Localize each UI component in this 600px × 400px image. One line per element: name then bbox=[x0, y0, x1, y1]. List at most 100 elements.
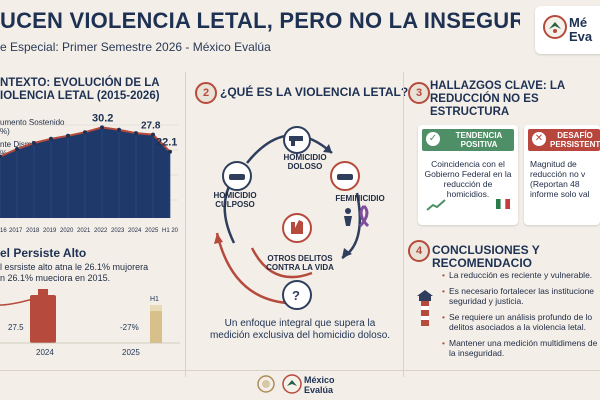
card-red-line1: Magnitud de bbox=[530, 159, 577, 169]
bullet-icon: • bbox=[442, 312, 445, 322]
card-red-line4: informe solo val bbox=[530, 189, 590, 199]
data-point bbox=[66, 133, 70, 138]
tag-green-text: TENDENCIA POSITIVA bbox=[446, 131, 512, 149]
footer-logo-text: México Evalúa bbox=[304, 375, 335, 395]
page-subtitle: e Especial: Primer Semestre 2026 - Méxic… bbox=[0, 40, 271, 54]
section1-title-line2: IOLENCIA LETAL (2015-2026) bbox=[0, 90, 160, 102]
page-title: UCEN VIOLENCIA LETAL, PERO NO LA INSEGUR… bbox=[0, 8, 520, 33]
svg-text:?: ? bbox=[292, 288, 300, 303]
node-feminicidio: FEMINICIDIO bbox=[335, 194, 385, 203]
bar-h1-top bbox=[150, 305, 162, 311]
footer-logo-line2: Evalúa bbox=[304, 385, 334, 395]
year-tick-label: 2022 bbox=[94, 228, 108, 234]
conclusion-text: La reducción es reciente y vulnerable. bbox=[448, 270, 593, 280]
data-point bbox=[49, 136, 53, 141]
cycle-diagram: ? bbox=[214, 126, 370, 310]
year-tick-label: 2025 bbox=[145, 228, 159, 234]
data-point bbox=[15, 147, 19, 151]
conclusion-item: • La reducción es reciente y vulnerable. bbox=[442, 270, 600, 280]
node-homicidio-doloso: HOMICIDIO DOLOSO bbox=[283, 153, 327, 171]
card-desafio-persistente: ✕ DESAFÍO PERSISTENT Magnitud de reducci… bbox=[524, 125, 600, 225]
mexico-evalua-logo: Mé Eva bbox=[535, 6, 600, 54]
year-tick-label: 2020 bbox=[60, 228, 74, 234]
year-tick-label: 2023 bbox=[111, 228, 125, 234]
bullet-icon: • bbox=[442, 338, 445, 348]
bar-h1 bbox=[150, 305, 162, 343]
tag-red-line1: DESAFÍO bbox=[557, 131, 593, 140]
section1b-title: el Persiste Alto bbox=[0, 246, 87, 260]
bullet-icon: • bbox=[442, 270, 445, 280]
node-homicidio-culposo: HOMICIDIO CULPOSO bbox=[213, 191, 257, 209]
conclusion-item: • Se requiere un análisis profundo de lo… bbox=[442, 312, 600, 332]
peak-label: 30.2 bbox=[92, 112, 113, 124]
legend-1: umento Sostenido %) bbox=[0, 118, 65, 136]
tag-red-text: DESAFÍO PERSISTENT bbox=[550, 131, 600, 149]
woman-icon bbox=[345, 208, 351, 214]
tag-tendencia-positiva: ✓ TENDENCIA POSITIVA bbox=[422, 129, 514, 151]
section3-title: HALLAZGOS CLAVE: LA REDUCCIÓN NO ES ESTR… bbox=[430, 80, 600, 119]
section3-title-line1: HALLAZGOS CLAVE: LA bbox=[430, 80, 566, 92]
legend-1-sub: %) bbox=[0, 127, 10, 136]
conclusion-item: • Mantener una medición multidimens de l… bbox=[442, 338, 600, 358]
mini-val-h1: H1 bbox=[150, 296, 159, 303]
year-tick-label: 2024 bbox=[128, 228, 142, 234]
footer-logo-line1: México bbox=[304, 375, 335, 385]
legend-1-text: umento Sostenido bbox=[0, 118, 65, 127]
conclusions-list: • La reducción es reciente y vulnerable.… bbox=[442, 270, 600, 358]
year-tick-label: H1 2026 bbox=[162, 228, 178, 234]
card-red-line3: (Reportan 48 bbox=[530, 179, 580, 189]
year-tick-label: 2019 bbox=[43, 228, 57, 234]
section4-title: CONCLUSIONES Y RECOMENDACIO bbox=[432, 243, 540, 270]
section3-title-line2: REDUCCIÓN NO ES ESTRUCTURA bbox=[430, 93, 539, 118]
logo-text-line1: Mé bbox=[569, 15, 588, 30]
section1b-text-1: l esrsiste alto atna le 26.1% mujorera bbox=[0, 262, 149, 272]
logo-text: Mé Eva bbox=[569, 16, 592, 44]
section4-badge: 4 bbox=[408, 240, 430, 262]
card-green-text: Coincidencia con el Gobierno Federal en … bbox=[424, 159, 512, 199]
mini-val-left: 27.5 bbox=[8, 323, 24, 332]
node-otros-delitos: OTROS DELITOS CONTRA LA VIDA bbox=[266, 254, 334, 272]
footer-logo-icon bbox=[282, 374, 302, 394]
card-red-text: Magnitud de reducción no v (Reportan 48 … bbox=[530, 159, 600, 199]
conclusion-item: • Es necesario fortalecer las institucio… bbox=[442, 286, 600, 306]
section1b-text: l esrsiste alto atna le 26.1% mujorera n… bbox=[0, 262, 148, 284]
footer-divider bbox=[0, 370, 600, 371]
mexico-flag-icon bbox=[496, 199, 510, 209]
tag-green-line2: POSITIVA bbox=[460, 140, 498, 149]
lighthouse-icon bbox=[417, 290, 433, 326]
mini-year-a: 2024 bbox=[36, 348, 54, 357]
bar-2024 bbox=[30, 295, 56, 343]
conclusion-text: Se requiere un análisis profundo de lo d… bbox=[448, 312, 593, 332]
seal-icon bbox=[257, 375, 275, 393]
divider-right bbox=[403, 72, 404, 377]
data-point bbox=[168, 149, 172, 154]
year-tick-label: 2021 bbox=[77, 228, 91, 234]
check-icon: ✓ bbox=[426, 132, 440, 146]
ribbon-icon bbox=[358, 204, 370, 228]
section3-badge: 3 bbox=[408, 82, 430, 104]
x-icon: ✕ bbox=[532, 132, 546, 146]
section2-badge: 2 bbox=[195, 82, 217, 104]
data-point bbox=[151, 132, 155, 137]
tag-green-line1: TENDENCIA bbox=[455, 131, 503, 140]
tag-desafio-persistente: ✕ DESAFÍO PERSISTENT bbox=[528, 129, 600, 151]
logo-text-line2: Eva bbox=[569, 29, 593, 44]
tag-red-line2: PERSISTENT bbox=[550, 140, 600, 149]
year-tick-label: 2018 bbox=[26, 228, 40, 234]
card-red-line2: reducción no v bbox=[530, 169, 586, 179]
data-point bbox=[117, 127, 121, 132]
mini-year-b: 2025 bbox=[122, 348, 140, 357]
section2-title: ¿QUÉ ES LA VIOLENCIA LETAL? bbox=[220, 85, 409, 99]
card-tendencia-positiva: ✓ TENDENCIA POSITIVA Coincidencia con el… bbox=[418, 125, 518, 225]
eagle-icon bbox=[543, 15, 567, 39]
conclusion-text: Mantener una medición multidimens de la … bbox=[448, 338, 598, 358]
trend-up-icon bbox=[426, 199, 446, 211]
divider-left bbox=[185, 72, 186, 377]
bar-mini-chart: 27.5 -27% H1 2024 2025 bbox=[0, 289, 180, 357]
mini-val-right: -27% bbox=[120, 323, 139, 332]
data-point bbox=[100, 125, 104, 130]
year-tick-label: 2017 bbox=[9, 228, 23, 234]
section1-title: NTEXTO: EVOLUCIÓN DE LA IOLENCIA LETAL (… bbox=[0, 77, 160, 103]
bar-2024-top bbox=[38, 289, 48, 297]
